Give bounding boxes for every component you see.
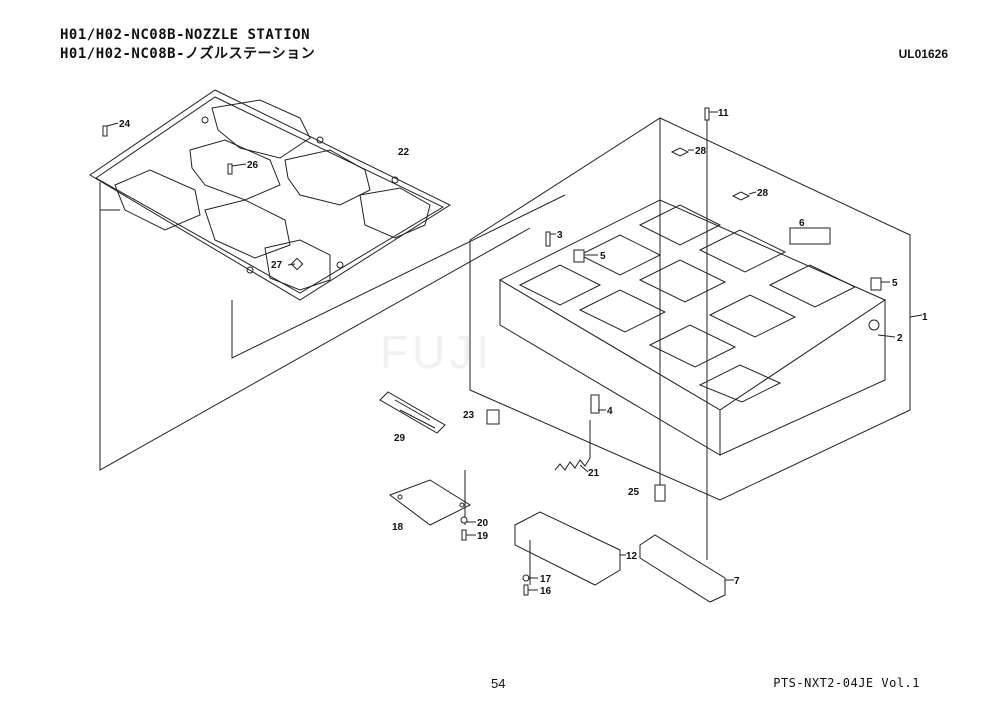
callout-26: 26 <box>247 160 259 171</box>
callout-1: 1 <box>922 312 928 323</box>
spring <box>554 457 591 471</box>
callout-6: 6 <box>799 218 805 229</box>
callout-5b: 5 <box>892 278 898 289</box>
callout-18: 18 <box>392 522 404 533</box>
station-block <box>469 117 911 501</box>
callout-24: 24 <box>119 119 131 130</box>
callout-leaders <box>106 111 923 591</box>
watermark: FUJI <box>380 326 494 378</box>
callout-28b: 28 <box>757 188 769 199</box>
callout-2: 2 <box>897 333 903 344</box>
callout-16: 16 <box>540 586 552 597</box>
callout-12: 12 <box>626 551 638 562</box>
document-id: PTS-NXT2-04JE Vol.1 <box>773 676 920 690</box>
callout-20: 20 <box>477 518 489 529</box>
title-japanese: H01/H02-NC08B-ノズルステーション <box>60 46 316 62</box>
pins-and-screws <box>102 107 882 596</box>
callout-5a: 5 <box>600 251 606 262</box>
callout-25: 25 <box>628 487 640 498</box>
callout-29: 29 <box>394 433 406 444</box>
page-number: 54 <box>491 676 506 691</box>
cover-plate <box>388 479 472 526</box>
callout-17: 17 <box>540 574 552 585</box>
callout-22: 22 <box>398 147 410 158</box>
callout-28a: 28 <box>695 146 707 157</box>
top-plate <box>89 89 452 301</box>
callout-3: 3 <box>557 230 563 241</box>
bracket <box>514 511 621 586</box>
callout-21: 21 <box>588 468 600 479</box>
callout-27: 27 <box>271 260 283 271</box>
callout-labels: 1 2 3 4 5 5 6 7 11 12 16 17 18 19 20 21 … <box>119 108 928 597</box>
callout-11: 11 <box>718 108 729 119</box>
callout-19: 19 <box>477 531 489 542</box>
callout-23: 23 <box>463 410 475 421</box>
callout-4: 4 <box>607 406 613 417</box>
title-english: H01/H02-NC08B-NOZZLE STATION <box>60 27 311 43</box>
bar <box>639 534 726 603</box>
drawing-code: UL01626 <box>898 47 948 61</box>
barcode-label <box>379 391 446 434</box>
callout-7: 7 <box>734 576 740 587</box>
